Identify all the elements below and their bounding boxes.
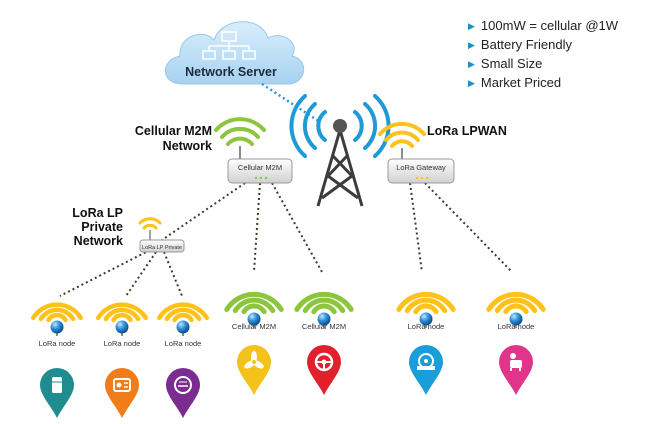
wireless-waves-icon	[224, 291, 284, 315]
lora-gateway-wifi-icon	[378, 121, 426, 148]
location-pin-icon	[105, 368, 139, 418]
tower-signal-waves	[289, 94, 391, 158]
wireless-waves-icon	[396, 291, 456, 315]
private-gateway-device: LoRa LP Private	[138, 217, 185, 253]
cellular-gateway-label: Cellular M2M	[238, 163, 282, 172]
bullet-item: ▶100mW = cellular @1W	[468, 18, 619, 33]
node-group: LoRa node	[486, 291, 546, 395]
cellular-network-label-line1: Cellular M2M	[135, 124, 212, 138]
network-links	[59, 182, 513, 297]
wireless-waves-icon	[95, 302, 149, 323]
bullet-item: ▶Battery Friendly	[468, 37, 572, 52]
node-label: LoRa node	[498, 322, 535, 331]
node-group: LoRa node	[95, 302, 149, 418]
wireless-waves-icon	[294, 291, 354, 315]
node-label: LoRa node	[39, 339, 76, 348]
node-label: Cellular M2M	[232, 322, 276, 331]
bullet-arrow-icon: ▶	[468, 21, 475, 31]
node-sensor-ball	[419, 312, 433, 326]
cellular-gateway-wifi-icon	[214, 117, 266, 146]
fan-icon	[244, 351, 264, 369]
wireless-waves-icon	[156, 302, 210, 323]
appliance-icon	[52, 377, 62, 393]
node-label: LoRa node	[104, 339, 141, 348]
gauge-icon	[174, 376, 192, 394]
bullet-arrow-icon: ▶	[468, 78, 475, 88]
lora-private-label-line1: LoRa LP	[72, 206, 123, 220]
node-sensor-ball	[50, 320, 64, 334]
bullet-arrow-icon: ▶	[468, 40, 475, 50]
lora-lpwan-label: LoRa LPWAN	[427, 124, 507, 138]
cloud-tower-link	[261, 82, 321, 124]
private-gateway-label: LoRa LP Private	[142, 245, 182, 251]
water-meter-icon	[417, 353, 435, 370]
meter-icon	[113, 378, 131, 392]
bullet-item: ▶Market Priced	[468, 75, 562, 90]
network-server-cloud: Network Server	[164, 21, 304, 85]
wireless-waves-icon	[30, 302, 84, 323]
server-hierarchy-icon	[202, 31, 256, 60]
cloud-label: Network Server	[185, 65, 277, 79]
cellular-network-label-line2: Network	[163, 139, 212, 153]
bullet-item: ▶Small Size	[468, 56, 543, 71]
node-group: Cellular M2M	[224, 291, 284, 395]
lora-private-label-line2: Private	[81, 220, 123, 234]
node-sensor-ball	[509, 312, 523, 326]
node-label: LoRa node	[408, 322, 445, 331]
node-sensor-ball	[247, 312, 261, 326]
pet-icon	[510, 353, 522, 371]
lora-gateway-label: LoRa Gateway	[396, 163, 446, 172]
private-gateway-wifi-icon	[138, 217, 162, 230]
node-label: LoRa node	[165, 339, 202, 348]
node-group: LoRa node	[396, 291, 456, 395]
node-group: LoRa node	[156, 302, 210, 418]
cell-tower	[289, 94, 391, 207]
lora-private-label-line3: Network	[74, 234, 123, 248]
bullet-arrow-icon: ▶	[468, 59, 475, 69]
node-group: LoRa node	[30, 302, 84, 418]
node-label: Cellular M2M	[302, 322, 346, 331]
cellular-gateway-device: Cellular M2M	[214, 117, 293, 184]
lora-gateway-device: LoRa Gateway	[378, 121, 455, 184]
node-sensor-ball	[176, 320, 190, 334]
node-sensor-ball	[115, 320, 129, 334]
node-group: Cellular M2M	[294, 291, 354, 395]
steering-wheel-icon	[314, 352, 334, 372]
feature-bullet-list: ▶100mW = cellular @1W ▶Battery Friendly …	[468, 16, 618, 92]
location-pin-icon	[499, 345, 533, 395]
location-pin-icon	[237, 345, 271, 395]
node-sensor-ball	[317, 312, 331, 326]
wireless-waves-icon	[486, 291, 546, 315]
